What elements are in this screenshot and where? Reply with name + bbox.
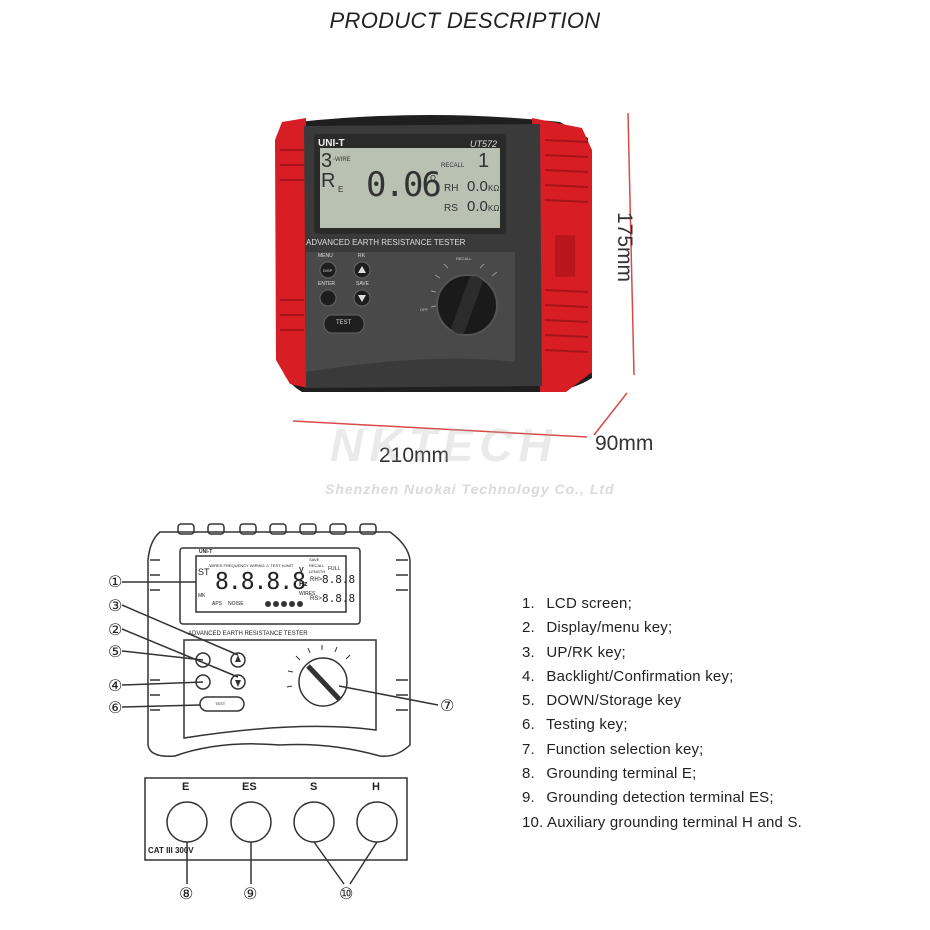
feature-item: 9. Grounding detection terminal ES;	[522, 789, 774, 807]
depth-dimension: 90mm	[595, 432, 654, 455]
dial-recall-label: RECALL	[456, 256, 472, 261]
terminal-s	[293, 801, 335, 843]
feature-item: 3. UP/RK key;	[522, 643, 626, 661]
callout-9: ⑨	[243, 886, 258, 903]
callout-8: ⑧	[179, 886, 194, 903]
lcd-e-label: E	[338, 185, 344, 194]
diagram-lcd-hz: Hz	[299, 581, 308, 588]
feature-item: 4. Backlight/Confirmation key;	[522, 667, 734, 685]
depth-dimension-line	[593, 392, 628, 436]
page-title: PRODUCT DESCRIPTION	[329, 8, 601, 33]
feature-item: 6. Testing key;	[522, 716, 628, 734]
feature-item: 1. LCD screen;	[522, 595, 632, 612]
width-dimension-line	[292, 420, 588, 438]
height-dimension-line	[627, 112, 635, 376]
diagram-lcd-rs-value: 8.8.8	[322, 592, 356, 605]
enter-key-label: ENTER	[318, 281, 335, 287]
callout-5: ⑤	[108, 644, 123, 661]
diagram-brand: UNI-T	[199, 549, 213, 555]
diagram-control-panel	[183, 639, 377, 739]
lcd-rs-label: RS	[444, 203, 458, 214]
dial-off-label: OFF	[420, 307, 428, 312]
lcd-rh-label: RH	[444, 183, 459, 194]
diagram-lcd-mk: MK	[198, 593, 206, 599]
lcd-recall-value: 1	[478, 150, 490, 172]
device-photo	[275, 115, 592, 392]
menu-key	[319, 261, 337, 279]
feature-item: 7. Function selection key;	[522, 740, 704, 758]
test-key-label: TEST	[336, 320, 352, 326]
lcd-screen	[320, 148, 500, 228]
terminal-cat-rating: CAT III 300V	[148, 846, 194, 855]
watermark-logo: NKTECH	[330, 419, 558, 471]
model-label: UT572	[470, 139, 498, 149]
terminal-es-label: ES	[242, 781, 257, 793]
diagram-lcd-length: LENGTH	[309, 569, 326, 574]
terminal-h-label: H	[372, 781, 380, 793]
diagram-lcd-rh-value: 8.8.8	[322, 573, 356, 586]
callout-7: ⑦	[440, 698, 455, 715]
callout-3: ③	[108, 598, 123, 615]
lcd-rh-unit: KΩ	[488, 184, 500, 193]
lcd-rs-unit: KΩ	[488, 204, 500, 213]
diagram-lcd-rh: RH>	[310, 577, 323, 583]
feature-item: 2. Display/menu key;	[522, 619, 673, 637]
feature-item: 5. DOWN/Storage key	[522, 692, 682, 710]
lcd-omega: Ω	[430, 174, 436, 183]
diagram-lcd-frame	[179, 547, 361, 625]
callout-10: ⑩	[339, 886, 354, 903]
test-key	[323, 314, 365, 334]
feature-item: 8. Grounding terminal E;	[522, 765, 697, 783]
panel-label: ADVANCED EARTH RESISTANCE TESTER	[306, 238, 466, 247]
feature-item: 10. Auxiliary grounding terminal H and S…	[522, 813, 803, 831]
diagram-lcd-aps: APS	[212, 601, 223, 607]
diagram-test-key-label: TEST	[215, 701, 226, 706]
terminal-s-label: S	[310, 781, 318, 793]
callout-6: ⑥	[108, 700, 123, 717]
left-bumper	[275, 118, 308, 388]
disp-key-label: DISP	[323, 268, 333, 273]
callout-2: ②	[108, 622, 123, 639]
diagram-body	[147, 531, 411, 758]
lcd-main-value: 0.06	[366, 165, 442, 205]
diagram-test-key	[199, 696, 245, 712]
diagram-up-key	[230, 652, 246, 668]
diagram-lcd-st: ST	[198, 567, 210, 577]
lcd-wires-label: -WIRE	[333, 157, 351, 163]
diagram-lcd-noise: NOISE	[228, 601, 244, 607]
callout-4: ④	[108, 678, 123, 695]
watermark-company: Shenzhen Nuokai Technology Co., Ltd	[325, 481, 615, 497]
terminal-panel	[144, 777, 408, 861]
diagram-down-key	[230, 674, 246, 690]
diagram-lcd-digits: 8.8.8.8	[215, 569, 306, 595]
diagram-dial	[298, 657, 348, 707]
diagram-lcd-top: -WIRES FREQUENCY WIRING ⚠ TEST HJMIT	[208, 563, 294, 568]
diagram-lcd-save: SAVE	[309, 557, 320, 562]
terminal-es	[230, 801, 272, 843]
diagram-panel-label: ADVANCED EARTH RESISTANCE TESTER	[188, 631, 308, 637]
menu-key-label: MENU	[318, 253, 333, 259]
feature-list: 1. LCD screen; 2. Display/menu key; 3. U…	[522, 592, 802, 835]
rk-key-label: RK	[358, 253, 365, 259]
terminal-h	[356, 801, 398, 843]
diagram-lcd-full: FULL	[328, 566, 341, 572]
lcd-rh-value: 0.0	[467, 178, 488, 195]
diagram-lcd-v: V	[299, 567, 304, 574]
width-dimension: 210mm	[379, 444, 450, 467]
diagram-lcd-wires: WIRES	[299, 591, 316, 597]
lcd-r-label: R	[321, 170, 336, 192]
callout-1: ①	[108, 574, 123, 591]
lcd-wires-digit: 3	[321, 150, 333, 172]
terminal-e	[166, 801, 208, 843]
save-key-label: SAVE	[356, 281, 369, 287]
enter-key	[319, 289, 337, 307]
brand-logo: UNI-T	[318, 138, 345, 149]
diagram-lcd-recall: RECALL	[309, 563, 325, 568]
diagram-lcd-rs: RS>	[310, 596, 322, 602]
lcd-recall-label: RECALL	[441, 163, 465, 169]
lcd-rs-value: 0.0	[467, 198, 488, 215]
terminal-e-label: E	[182, 781, 190, 793]
